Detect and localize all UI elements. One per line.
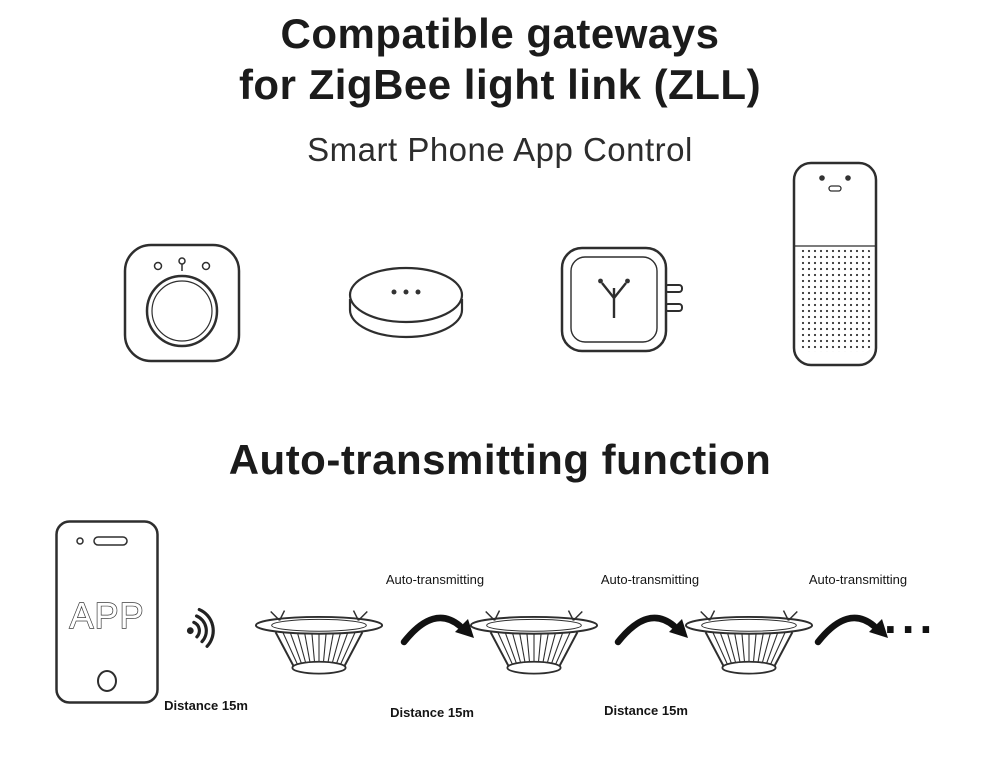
downlight-icon-2 [465,608,603,688]
transmit-arrow-icon-1 [398,602,478,652]
smartphone-icon: APP [55,520,159,704]
continuation-ellipsis: ... [884,591,938,643]
plug-in-gateway-icon [560,246,683,353]
section-title-auto-transmitting: Auto-transmitting function [228,436,772,483]
title-line-1: Compatible gateways [280,10,720,57]
downlight-icon-3 [680,608,818,688]
auto-transmitting-label-2: Auto-transmitting [600,572,700,587]
transmit-arrow-icon-3 [812,602,892,652]
auto-transmitting-label-1: Auto-transmitting [385,572,485,587]
distance-label-2: Distance 15m [390,705,474,720]
title-line-2: for ZigBee light link (ZLL) [238,61,762,108]
transmit-arrow-icon-2 [612,602,692,652]
hue-bridge-gateway-icon [123,243,241,363]
distance-label-3: Distance 15m [604,703,688,718]
round-puck-gateway-icon [348,266,464,339]
page-title: Compatible gateways for ZigBee light lin… [0,8,1000,110]
subtitle: Smart Phone App Control [307,131,693,168]
wifi-signal-icon [186,607,215,648]
distance-label-1: Distance 15m [164,698,248,713]
smart-speaker-icon [792,161,878,367]
downlight-icon-1 [250,608,388,688]
app-label: APP [69,595,144,636]
auto-transmitting-label-3: Auto-transmitting [808,572,908,587]
